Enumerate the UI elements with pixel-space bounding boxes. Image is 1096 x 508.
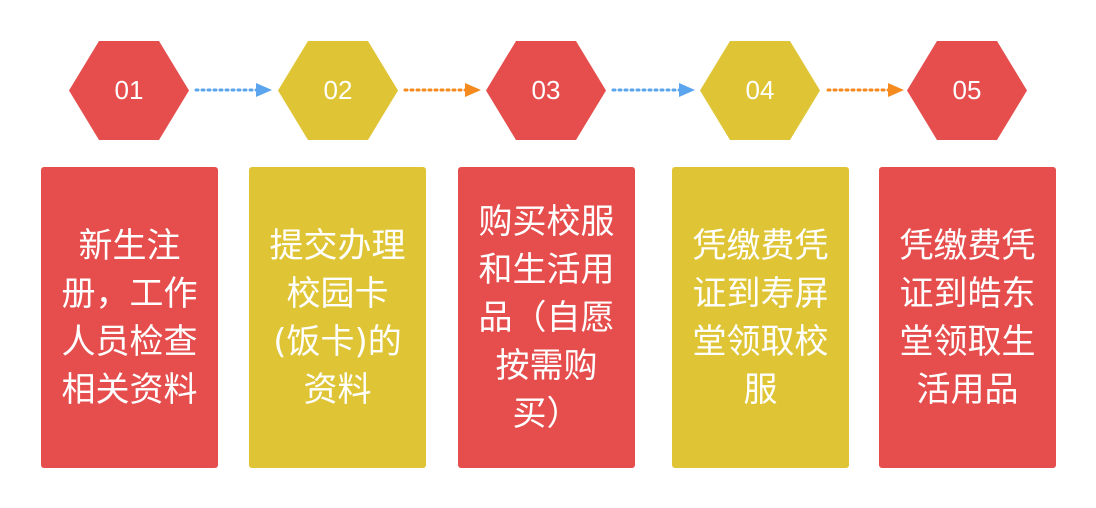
step-01-hexagon: 01 (69, 41, 189, 140)
step-04-number: 04 (745, 75, 775, 105)
step-02-card: 提交办理校园卡(饭卡)的资料 (249, 167, 426, 468)
step-03-card: 购买校服和生活用品（自愿按需购买） (458, 167, 635, 468)
step-03-text: 购买校服和生活用品（自愿按需购买） (478, 201, 615, 434)
step-02-number: 02 (323, 75, 353, 105)
step-04-hexagon: 04 (700, 41, 820, 140)
step-03-number: 03 (531, 75, 561, 105)
step-05-card: 凭缴费凭证到皓东堂领取生活用品 (879, 167, 1056, 468)
step-01-text: 新生注册，工作人员检查相关资料 (61, 225, 198, 410)
arrow-02-03-icon (403, 83, 481, 97)
step-05-hexagon: 05 (907, 41, 1027, 140)
step-03-hexagon: 03 (486, 41, 606, 140)
arrow-01-02-icon (194, 83, 272, 97)
step-02-hexagon: 02 (278, 41, 398, 140)
step-04-card: 凭缴费凭证到寿屏堂领取校服 (672, 167, 849, 468)
step-02-text: 提交办理校园卡(饭卡)的资料 (269, 225, 406, 410)
step-04-text: 凭缴费凭证到寿屏堂领取校服 (692, 225, 829, 410)
step-05-text: 凭缴费凭证到皓东堂领取生活用品 (899, 225, 1036, 410)
arrow-04-05-icon (826, 83, 904, 97)
step-01-card: 新生注册，工作人员检查相关资料 (41, 167, 218, 468)
step-05-number: 05 (952, 75, 982, 105)
arrow-03-04-icon (611, 83, 695, 97)
step-01-number: 01 (114, 75, 144, 105)
